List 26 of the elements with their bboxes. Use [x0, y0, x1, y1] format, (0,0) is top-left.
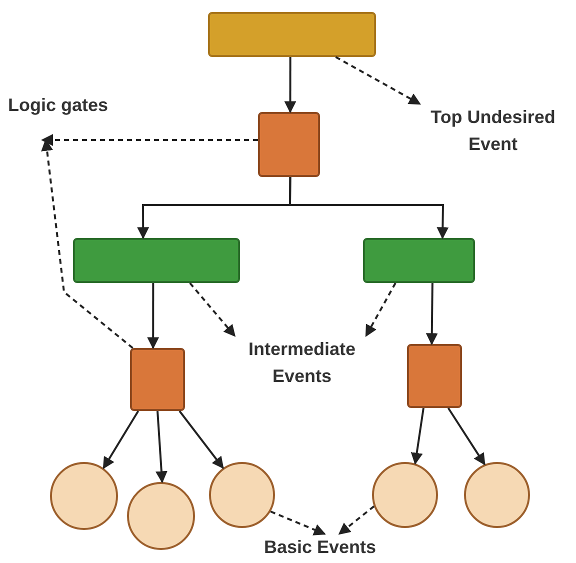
- arrow: [102, 410, 140, 470]
- arrow: [284, 57, 296, 114]
- annotation-label: Logic gates: [8, 94, 110, 117]
- arrow: [447, 407, 486, 466]
- logic-gate-box: [130, 348, 185, 411]
- dashed-arrow: [41, 134, 258, 146]
- dashed-arrow: [270, 510, 326, 536]
- logic-gate-box: [407, 344, 462, 408]
- dashed-arrow: [335, 56, 421, 105]
- dashed-arrow: [41, 138, 134, 349]
- arrow: [410, 408, 424, 465]
- dashed-arrow: [189, 282, 236, 337]
- intermediate-event-box: [73, 238, 240, 283]
- dashed-arrow: [365, 282, 396, 338]
- arrow: [156, 410, 168, 484]
- intermediate-event-box: [363, 238, 475, 283]
- logic-gate-box: [258, 112, 320, 177]
- arrow: [178, 410, 224, 469]
- arrow: [426, 282, 438, 346]
- annotation-label: Basic Events: [262, 536, 378, 559]
- annotation-label: Top Undesired Event: [430, 106, 556, 156]
- dashed-arrow: [338, 506, 375, 535]
- annotation-label: Intermediate Events: [247, 338, 357, 388]
- top-event-box: [208, 12, 376, 57]
- arrow: [147, 283, 160, 350]
- arrow: [289, 177, 449, 240]
